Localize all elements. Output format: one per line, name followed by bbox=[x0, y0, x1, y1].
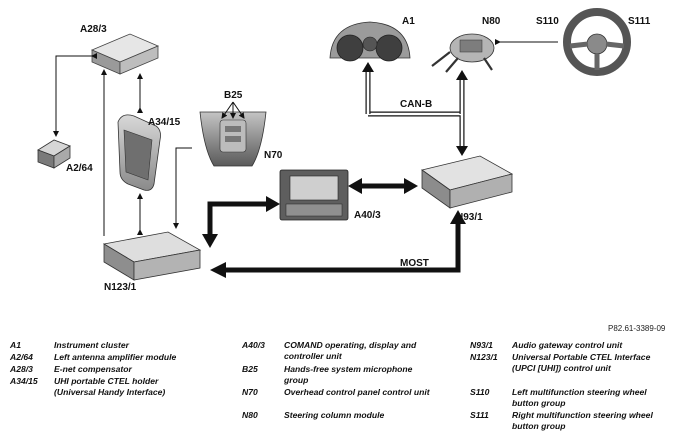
label-a1: A1 bbox=[402, 16, 415, 27]
legend-item: N123/1 Universal Portable CTEL Interface… bbox=[470, 352, 651, 373]
label-n123-1: N123/1 bbox=[104, 282, 137, 293]
system-diagram bbox=[37, 8, 631, 281]
e-net-compensator-image bbox=[90, 33, 160, 75]
thick-connections bbox=[207, 183, 461, 273]
label-b25: B25 bbox=[224, 90, 243, 101]
uhi-holder-image bbox=[117, 114, 161, 191]
legend-item: A34/15 UHI portable CTEL holder (Univers… bbox=[10, 376, 166, 397]
instrument-cluster-image bbox=[329, 21, 411, 62]
legend-item: A28/3 E-net compensator bbox=[10, 364, 132, 374]
audio-gateway-image bbox=[421, 155, 514, 209]
overhead-control-panel-image bbox=[199, 111, 267, 167]
label-can-b: CAN-B bbox=[400, 99, 433, 110]
label-n80: N80 bbox=[482, 16, 501, 27]
label-n70: N70 bbox=[264, 150, 283, 161]
upci-control-unit-image bbox=[102, 231, 202, 281]
comand-unit-image bbox=[279, 169, 349, 221]
legend-item: N93/1 Audio gateway control unit bbox=[470, 340, 623, 350]
legend-item: S111 Right multifunction steering wheel … bbox=[470, 410, 653, 431]
legend-item: A2/64 Left antenna amplifier module bbox=[10, 352, 177, 362]
steering-column-module-image bbox=[431, 33, 495, 73]
thin-connections bbox=[53, 39, 558, 236]
label-s110: S110 bbox=[536, 16, 559, 27]
label-n93-1: N93/1 bbox=[456, 212, 483, 223]
label-a34-15: A34/15 bbox=[148, 117, 181, 128]
legend-item: A1 Instrument cluster bbox=[10, 340, 129, 350]
label-a28-3: A28/3 bbox=[80, 24, 107, 35]
legend-item: N70 Overhead control panel control unit bbox=[242, 387, 430, 397]
antenna-amplifier-image bbox=[37, 139, 71, 169]
thick-arrowheads bbox=[202, 178, 466, 278]
legend-item: S110 Left multifunction steering wheel b… bbox=[470, 387, 647, 408]
steering-wheel-image bbox=[563, 8, 631, 76]
figure-reference: P82.61-3389-09 bbox=[608, 324, 666, 333]
can-b-bus bbox=[362, 62, 468, 156]
legend-item: A40/3 COMAND operating, display and cont… bbox=[242, 340, 417, 361]
label-s111: S111 bbox=[628, 16, 651, 27]
label-most: MOST bbox=[400, 258, 429, 269]
legend-item: N80 Steering column module bbox=[242, 410, 385, 420]
label-a2-64: A2/64 bbox=[66, 163, 93, 174]
legend-item: B25 Hands-free system microphone group bbox=[242, 364, 413, 385]
label-a40-3: A40/3 bbox=[354, 210, 381, 221]
